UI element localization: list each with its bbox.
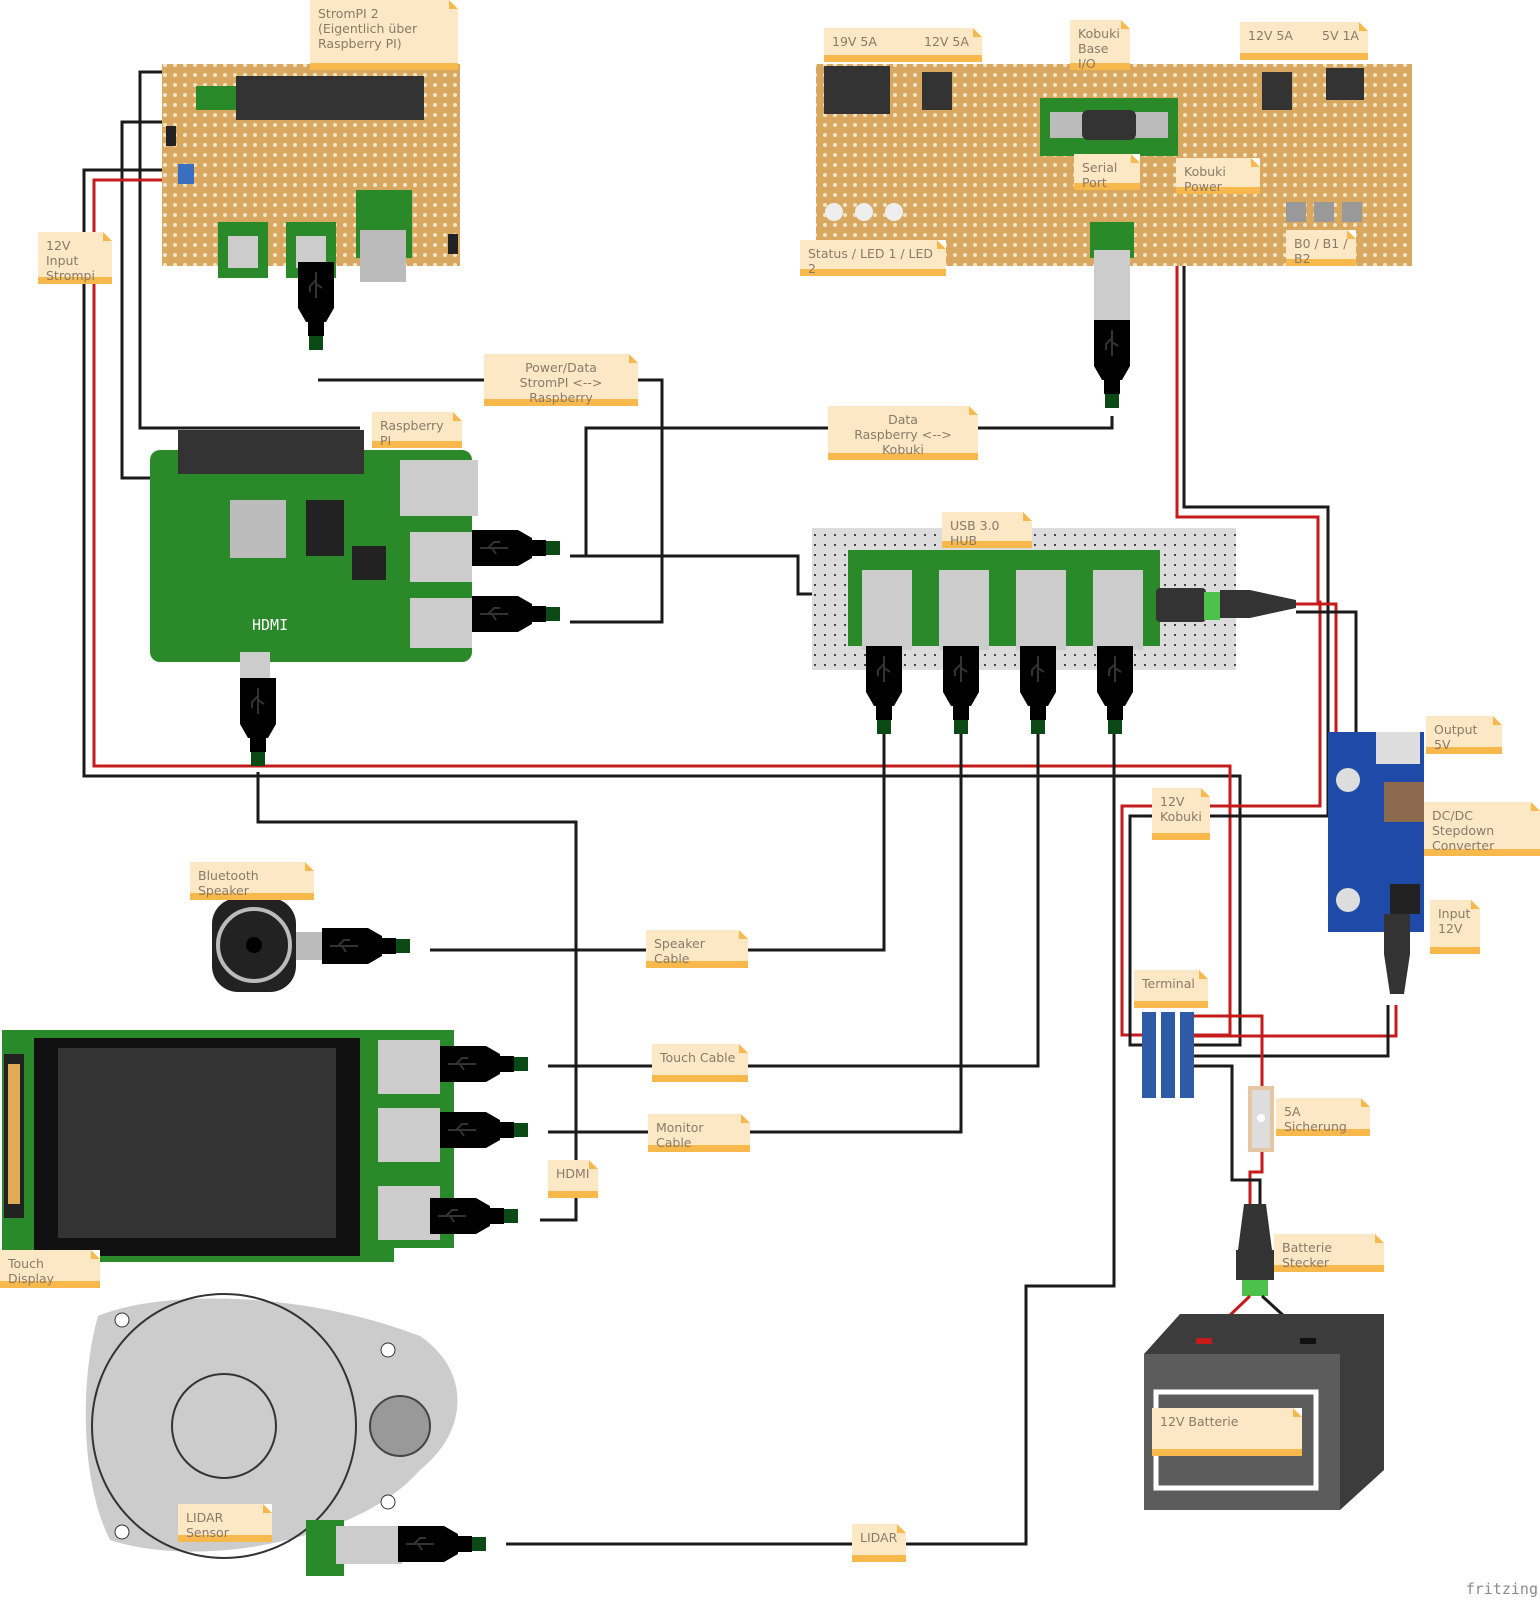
note-strompi: StromPI 2 (Eigentlich über Raspberry PI) <box>310 0 458 70</box>
raspberry-pi-board[interactable]: HDMI <box>150 430 561 767</box>
note-dcdc: DC/DC Stepdown Converter <box>1424 802 1540 856</box>
usb-hub[interactable] <box>812 528 1296 735</box>
touch-display[interactable] <box>2 1030 529 1262</box>
hdmi-silkscreen: HDMI <box>252 616 288 634</box>
note-output-5v: Output 5V <box>1426 716 1502 754</box>
note-hdmi: HDMI <box>548 1160 598 1198</box>
note-data-kobuki: Data Raspberry <--> Kobuki <box>828 406 978 460</box>
note-speaker-cable: Speaker Cable <box>646 930 748 968</box>
note-kobuki-power: Kobuki Power <box>1176 158 1260 194</box>
wire-lidar[interactable] <box>506 730 1116 1546</box>
note-touch-display: Touch Display <box>0 1250 100 1288</box>
wire-monitor[interactable] <box>548 730 963 1134</box>
wire-hdmi[interactable] <box>256 772 578 1222</box>
wire-kobuki-power-vcc[interactable] <box>1120 200 1322 1037</box>
fritzing-watermark: fritzing <box>1465 1580 1538 1598</box>
note-touch-cable: Touch Cable <box>652 1044 748 1082</box>
note-kobuki-base-io: Kobuki Base I/O <box>1070 20 1130 71</box>
note-serial-port: Serial Port <box>1074 154 1140 190</box>
wire-hub-vcc[interactable] <box>1296 602 1338 732</box>
note-12v-kobuki: 12V Kobuki <box>1152 788 1210 840</box>
speaker[interactable] <box>212 898 411 992</box>
wire-rpi-hub[interactable] <box>586 554 850 596</box>
note-bluetooth-speaker: Bluetooth Speaker <box>190 862 314 900</box>
note-input-12v: Input 12V <box>1430 900 1480 954</box>
note-battery-plug: Batterie Stecker <box>1274 1234 1384 1272</box>
wire-touch[interactable] <box>548 730 1040 1068</box>
note-terminal: Terminal <box>1134 970 1208 1008</box>
terminal-block[interactable] <box>1142 1012 1194 1098</box>
note-battery: 12V Batterie <box>1152 1408 1302 1456</box>
wire-fuse-plug[interactable] <box>1248 1150 1264 1205</box>
wire-stepdown-in-vcc[interactable] <box>1180 1005 1398 1038</box>
note-lidar-sensor: LIDAR Sensor <box>178 1504 272 1542</box>
wire-speaker[interactable] <box>430 730 886 952</box>
wire-terminal-plug-gnd[interactable] <box>1180 1064 1262 1205</box>
note-usb-hub: USB 3.0 HUB <box>942 512 1032 548</box>
note-leds: Status / LED 1 / LED 2 <box>800 240 946 276</box>
note-raspberry-pi: Raspberry PI <box>372 412 462 448</box>
note-strompi-input: 12V Input Strompi <box>38 232 112 284</box>
wire-strompi-gnd[interactable] <box>82 168 1242 1047</box>
wire-terminal-fuse[interactable] <box>1180 1014 1264 1086</box>
fuse[interactable] <box>1248 1086 1274 1152</box>
strompi-board[interactable] <box>162 64 460 351</box>
note-monitor-cable: Monitor Cable <box>648 1114 750 1152</box>
note-buttons: B0 / B1 / B2 <box>1286 230 1356 266</box>
lidar-sensor[interactable] <box>85 1293 487 1576</box>
note-lidar-cable: LIDAR <box>852 1524 906 1562</box>
wire-stepdown-in-gnd[interactable] <box>1180 1005 1390 1058</box>
wire-hub-gnd[interactable] <box>1296 610 1358 732</box>
note-fuse: 5A Sicherung <box>1276 1098 1370 1136</box>
wire-data-kobuki[interactable] <box>570 416 1114 558</box>
note-power-data: Power/Data StromPI <--> Raspberry <box>484 354 638 406</box>
dcdc-converter[interactable] <box>1328 732 1424 994</box>
